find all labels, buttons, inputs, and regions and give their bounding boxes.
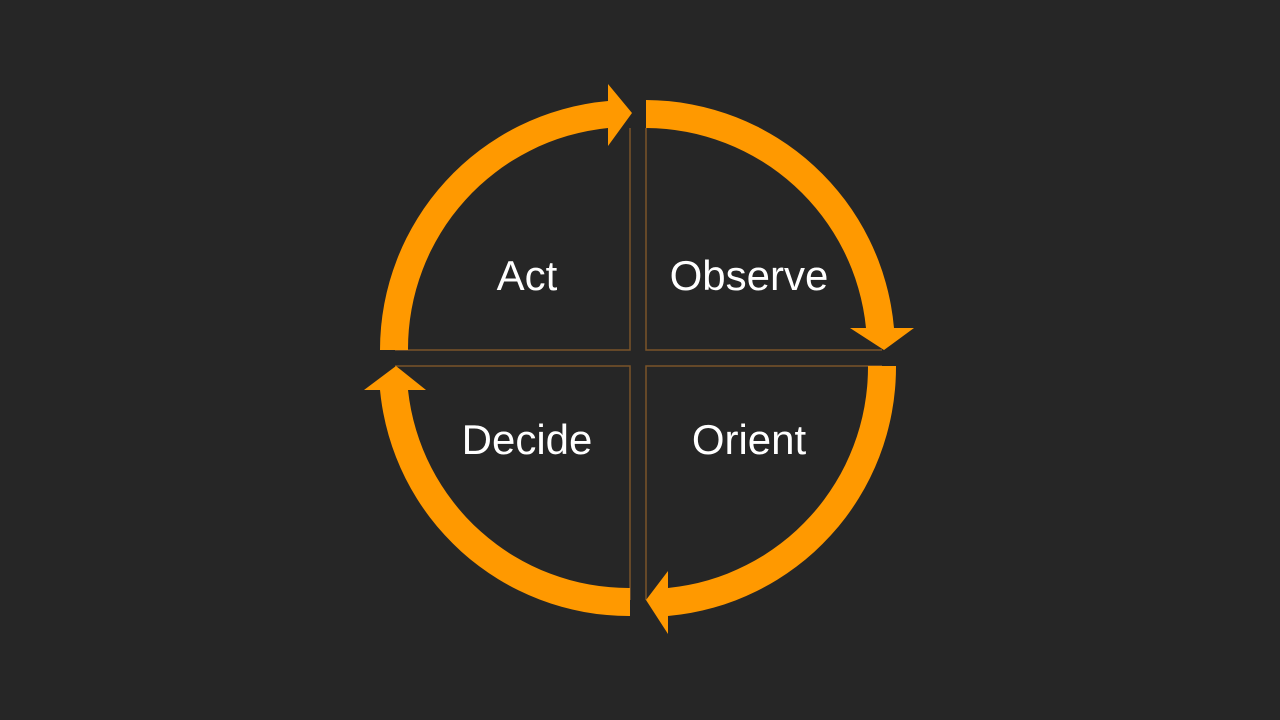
quadrant-label-orient: Orient	[692, 416, 807, 463]
arrow-orient-to-decide	[646, 366, 897, 634]
arrow-decide-to-act	[364, 366, 630, 617]
arrow-observe-to-orient	[646, 100, 914, 350]
quadrant-outline-observe	[645, 128, 882, 351]
quadrant-dividers	[395, 128, 882, 600]
cycle-arrows	[364, 84, 914, 634]
arrow-act-to-observe	[380, 84, 632, 350]
quadrant-outline-decide	[395, 365, 631, 600]
quadrant-label-decide: Decide	[462, 416, 593, 463]
quadrant-outline-act	[395, 128, 631, 351]
quadrant-label-observe: Observe	[670, 252, 829, 299]
quadrant-label-act: Act	[497, 252, 558, 299]
quadrant-outline-orient	[645, 365, 882, 600]
